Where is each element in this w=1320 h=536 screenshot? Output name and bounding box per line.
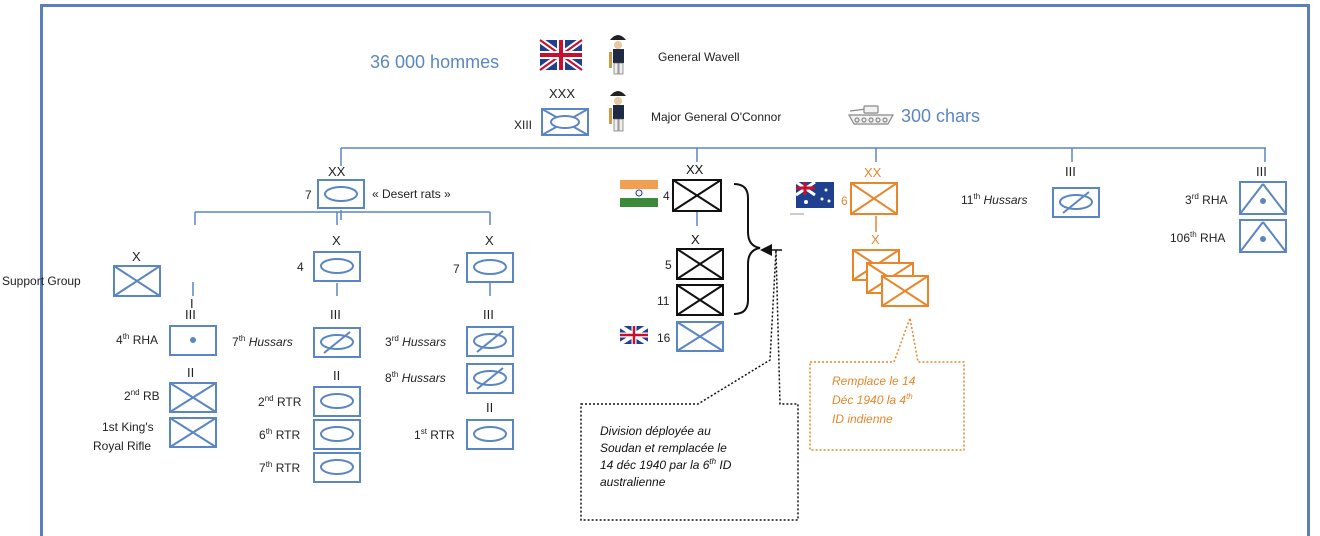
commander-wavell-label: General Wavell — [658, 50, 740, 64]
corps-xiii-symbol — [541, 108, 589, 136]
rtr7-symbol — [313, 452, 361, 483]
rtr2-symbol — [313, 386, 361, 417]
rha106-label: 106th RHA — [1170, 230, 1226, 246]
brigade11-symbol — [676, 284, 724, 316]
rtr-echelon-b4: II — [333, 368, 341, 383]
note-orange-box — [809, 315, 965, 451]
hussars3-label: 3rd Hussars — [385, 334, 447, 350]
artillery-dots — [190, 198, 1266, 343]
div7-echelon: XX — [328, 164, 346, 179]
krrc-symbol — [169, 417, 217, 448]
krrc-label-line2: Royal Rifle — [93, 439, 152, 453]
brigade7-echelon: X — [485, 233, 494, 248]
rtr6-label: 6th RTR — [259, 427, 301, 443]
div4-symbol — [672, 179, 722, 212]
artillery-echelon: III — [1256, 164, 1267, 179]
support-group-echelon: X — [132, 249, 141, 264]
div4-echelon: XX — [686, 162, 704, 177]
support-group-symbol — [113, 265, 161, 297]
rtr1-label: 1st RTR — [414, 427, 455, 443]
brigade4-number: 4 — [297, 260, 304, 274]
rha4-echelon: III — [185, 307, 196, 322]
orange-unit-symbols — [850, 182, 929, 307]
note-black-text: Division déployée au Soudan et remplacée… — [600, 424, 732, 489]
brigade4-echelon: X — [332, 233, 341, 248]
commander-oconnor-icon — [609, 91, 626, 132]
corps-echelon: XXX — [549, 86, 576, 101]
commander-oconnor-label: Major General O'Connor — [651, 110, 782, 124]
div6-brigade-c — [881, 275, 929, 307]
uk-flag-small-icon — [618, 324, 650, 346]
tanks-count: 300 chars — [901, 106, 981, 126]
hussars11-label: 11th Hussars — [961, 192, 1028, 208]
rtr-echelon-b7: II — [486, 400, 494, 415]
brigade7-symbol — [466, 252, 514, 283]
brigade4-symbol — [313, 251, 361, 282]
brigade7-number: 7 — [453, 262, 460, 276]
rtr2-label: 2nd RTR — [258, 394, 302, 410]
brigade11-number: 11 — [657, 294, 670, 308]
brigade16-symbol — [676, 321, 724, 352]
div7-nickname: « Desert rats » — [372, 187, 451, 201]
hussars8-label: 8th Hussars — [385, 370, 446, 386]
div6-brigade-echelon: X — [871, 232, 880, 247]
rb2-label: 2nd RB — [124, 388, 160, 404]
div7-number: 7 — [305, 188, 312, 202]
india-flag-icon — [620, 180, 658, 207]
div7-symbol — [317, 179, 365, 209]
uk-flag-icon — [538, 37, 584, 73]
note-black-box — [580, 249, 799, 521]
connector-lines — [192, 147, 1266, 296]
hussars3-symbol — [466, 326, 514, 357]
commander-wavell-icon — [609, 35, 626, 75]
div6-echelon: XX — [864, 165, 882, 180]
div6-number: 6 — [841, 194, 848, 208]
support-group-sub-echelon: I — [190, 296, 194, 311]
div4-number: 4 — [663, 189, 670, 203]
hussars-echelon-b7: III — [483, 307, 494, 322]
australia-flag-icon — [790, 180, 834, 215]
diagram-frame — [40, 4, 1310, 536]
hussars7-label: 7th Hussars — [232, 334, 293, 350]
black-unit-symbols — [672, 179, 724, 316]
hussars8-symbol — [466, 363, 514, 394]
brace — [733, 183, 761, 315]
hussars7-echelon: III — [330, 307, 341, 322]
men-count: 36 000 hommes — [370, 52, 500, 72]
brigade16-number: 16 — [657, 331, 671, 345]
rha4-label: 4th RHA — [116, 332, 159, 348]
rtr7-label: 7th RTR — [259, 460, 301, 476]
div6-symbol — [850, 182, 898, 215]
rha3-label: 3rd RHA — [1185, 192, 1228, 208]
support-group-label: Support Group — [2, 274, 81, 288]
rtr1-symbol — [466, 419, 514, 450]
brigade5-symbol — [676, 248, 724, 280]
rb2-symbol — [169, 382, 217, 413]
krrc-label-line1: 1st King's — [102, 420, 154, 434]
hussars11-symbol — [1052, 187, 1100, 218]
brigade5-number: 5 — [665, 258, 672, 272]
note-black-arrowhead — [760, 244, 772, 256]
div4-brigade-echelon: X — [691, 232, 700, 247]
corps-name: XIII — [514, 118, 533, 132]
rb2-echelon: II — [187, 365, 195, 380]
note-orange-text: Remplace le 14 Déc 1940 la 4th ID indien… — [832, 374, 916, 426]
hussars7-symbol — [313, 327, 361, 358]
rtr6-symbol — [313, 419, 361, 450]
hussars11-echelon: III — [1065, 164, 1076, 179]
tank-icon — [847, 105, 895, 125]
